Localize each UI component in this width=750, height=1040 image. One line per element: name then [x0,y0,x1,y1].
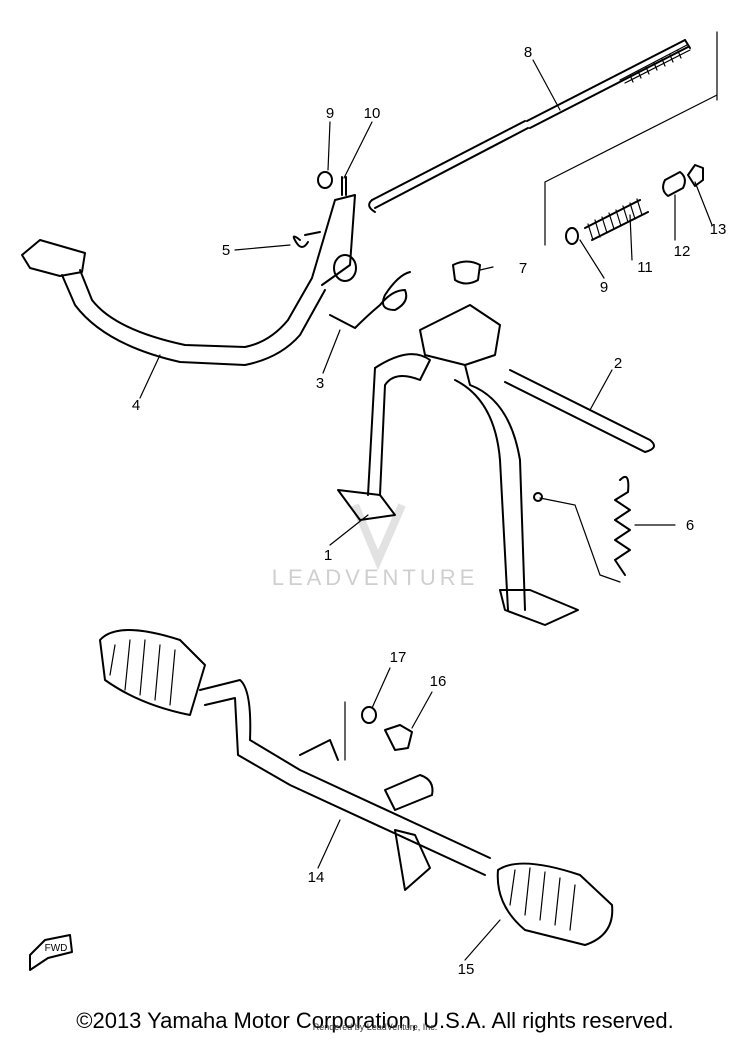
fwd-arrow-icon: FWD [29,934,73,971]
label-part-5: 5 [222,242,230,259]
label-part-10: 10 [364,105,381,122]
label-part-6: 6 [686,517,694,534]
label-part-12: 12 [674,243,691,260]
main-stand [337,304,579,626]
watermark: LEADVENTURE [272,503,479,590]
return-spring-3 [329,271,411,329]
leader-lines [139,59,713,961]
label-part-11: 11 [637,259,653,276]
stand-spring-6 [533,476,631,583]
clip-5 [292,235,309,248]
label-part-9-top: 9 [326,105,334,122]
label-part-17: 17 [390,649,407,666]
rendered-by-note: Rendered by LeadVenture, Inc. [312,1022,438,1032]
watermark-text: LEADVENTURE [272,565,479,590]
label-part-16: 16 [430,673,447,690]
assembly-bracket [544,31,718,246]
pivot-shaft-2 [504,369,655,453]
washer-9-top [317,171,333,189]
label-part-13: 13 [710,221,727,238]
brake-pedal [21,194,357,366]
label-part-9-right: 9 [600,279,608,296]
label-part-1: 1 [324,547,332,564]
stopper-7 [452,260,481,285]
copyright-notice: ©2013 Yamaha Motor Corporation, U.S.A. A… [76,1008,674,1033]
label-part-4: 4 [132,397,140,414]
label-part-7: 7 [519,260,527,277]
brake-spring-set [565,164,704,245]
label-part-14: 14 [308,869,325,886]
label-part-2: 2 [614,355,622,372]
label-part-8: 8 [524,44,532,61]
footrest-assembly [99,629,614,946]
label-part-15: 15 [458,961,475,978]
fwd-label: FWD [45,943,68,954]
label-part-3: 3 [316,375,324,392]
cotter-pin-10 [341,176,347,196]
brake-rod [368,39,691,213]
